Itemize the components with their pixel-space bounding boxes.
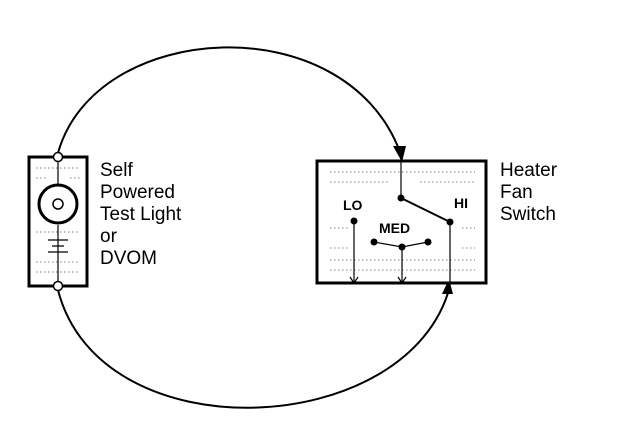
lower-lead-arrow-icon bbox=[442, 279, 453, 294]
top-probe-terminal bbox=[52, 151, 64, 163]
battery-icon bbox=[48, 239, 68, 253]
test-device-label-line: DVOM bbox=[100, 248, 157, 269]
switch-position-hi: HI bbox=[454, 195, 468, 211]
test-device-label-line: Powered bbox=[100, 182, 175, 203]
switch-blade bbox=[400, 197, 451, 223]
test-light-device bbox=[27, 151, 89, 292]
switch-label-line: Heater bbox=[500, 160, 558, 181]
switch-position-lo: LO bbox=[343, 197, 363, 213]
test-device-label-line: Self bbox=[100, 160, 133, 181]
bottom-probe-terminal bbox=[52, 280, 64, 292]
heater-fan-switch-box bbox=[315, 150, 488, 285]
switch-label-line: Fan bbox=[500, 182, 533, 203]
upper-lead-arrow-icon bbox=[393, 146, 406, 162]
test-device-label: Self Powered Test Light or DVOM bbox=[100, 160, 187, 269]
bulb-icon bbox=[37, 183, 79, 225]
switch-label: Heater Fan Switch bbox=[500, 160, 562, 225]
lower-test-lead bbox=[57, 285, 451, 409]
switch-position-med: MED bbox=[379, 220, 410, 236]
upper-test-lead bbox=[57, 46, 401, 154]
switch-label-line: Switch bbox=[500, 204, 556, 225]
test-device-label-line: or bbox=[100, 226, 118, 247]
test-device-label-line: Test Light bbox=[100, 204, 182, 225]
